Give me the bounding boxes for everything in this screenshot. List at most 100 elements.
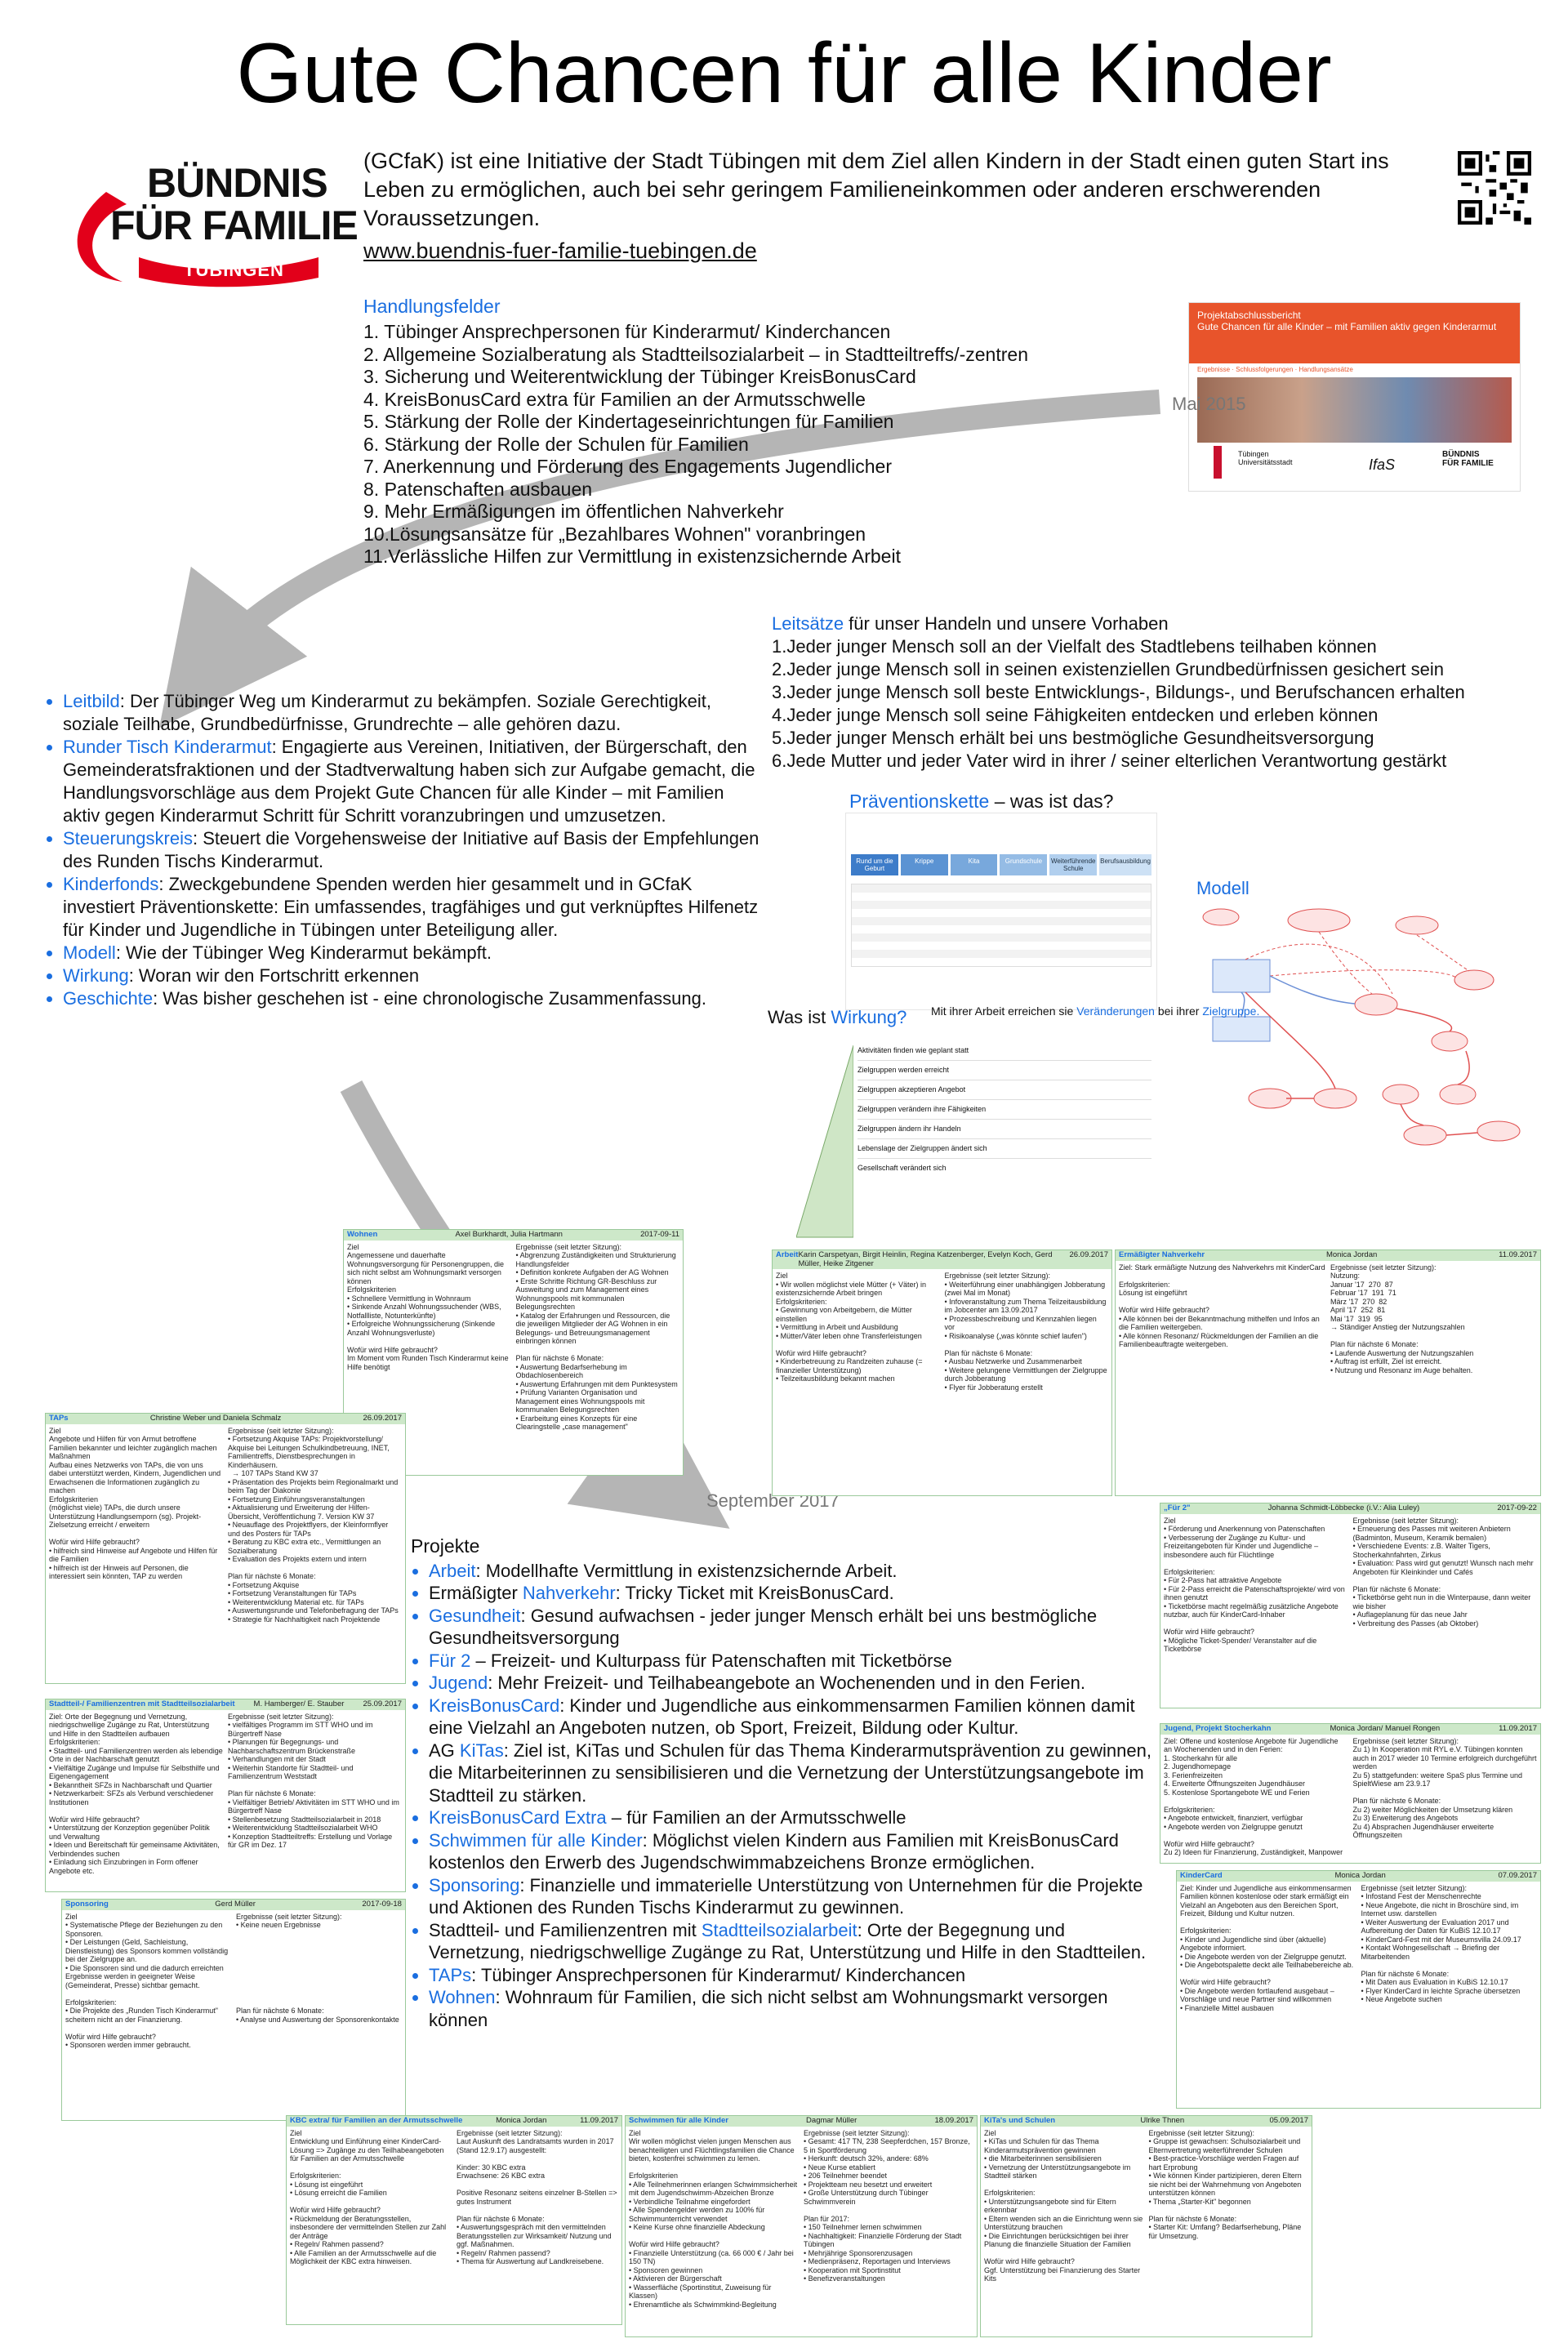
- card-goals: Ziel • KiTas und Schulen für das Thema K…: [984, 2128, 1143, 2283]
- card-results: Ergebnisse (seit letzter Sitzung): • Abg…: [515, 1242, 678, 1432]
- diagram-edge: [1318, 931, 1373, 995]
- card-title: KiTa's und Schulen: [984, 2116, 1056, 2125]
- stage-box: Grundschule: [1000, 854, 1048, 875]
- buendnis-logo: BÜNDNIS FÜR FAMILIE TÜBINGEN: [49, 159, 359, 290]
- card-title: Ermäßigter Nahverkehr: [1119, 1250, 1205, 1259]
- card-results: Ergebnisse (seit letzter Sitzung): • Gru…: [1148, 2128, 1302, 2240]
- card-goals: Ziel Wir wollen möglichst vielen jungen …: [629, 2128, 798, 2309]
- diagram-node: [1403, 1125, 1447, 1146]
- card-results: Ergebnisse (seit letzter Sitzung): Zu 1)…: [1352, 1736, 1537, 1840]
- stage-box: Rund um die Geburt: [851, 854, 898, 875]
- logo-text-1: BÜNDNIS: [147, 160, 328, 206]
- card-title: Sponsoring: [65, 1900, 109, 1909]
- diagram-node: [1313, 1088, 1357, 1109]
- wirkung-level: Zielgruppen verändern ihre Fähigkeiten: [858, 1100, 1152, 1120]
- card-date: 05.09.2017: [1269, 2116, 1308, 2125]
- report-subtitle: Gute Chancen für alle Kinder – mit Famil…: [1197, 321, 1497, 332]
- card-goals: Ziel • Förderung und Anerkennung von Pat…: [1164, 1516, 1345, 1654]
- list-item: AG KiTas: Ziel ist, KiTas und Schulen fü…: [429, 1740, 1162, 1807]
- card-owner: Karin Carspetyan, Birgit Heinlin, Regina…: [798, 1250, 1053, 1268]
- project-card-fuer2: „Für 2"Johanna Schmidt-Löbbecke (i.V.: A…: [1160, 1503, 1541, 1708]
- intro-text: (GCfaK) ist eine Initiative der Stadt Tü…: [363, 149, 1389, 230]
- card-owner: Monica Jordan: [1325, 1250, 1378, 1259]
- diagram-node: [1212, 1016, 1271, 1042]
- list-item: Modell: Wie der Tübinger Weg Kinderarmut…: [63, 942, 764, 964]
- list-item: 5. Stärkung der Rolle der Kindertagesein…: [363, 411, 894, 432]
- diagram-node: [1382, 1084, 1419, 1105]
- wirkung-level: Aktivitäten finden wie geplant statt: [858, 1041, 1152, 1061]
- stage-box: Berufsausbildung: [1099, 854, 1152, 875]
- diagram-node: [1354, 993, 1398, 1016]
- list-item: Geschichte: Was bisher geschehen ist - e…: [63, 987, 764, 1010]
- wirkung-note: Mit ihrer Arbeit erreichen sie Veränderu…: [931, 1004, 1260, 1018]
- list-item: Wohnen: Wohnraum für Familien, die sich …: [429, 1986, 1162, 2031]
- wirkung-title: Was ist Wirkung?: [768, 1007, 907, 1027]
- list-item: 1.Jeder junger Mensch soll an der Vielfa…: [772, 636, 1377, 657]
- card-goals: Ziel: Kinder und Jugendliche aus einkomm…: [1180, 1883, 1354, 2012]
- report-uni: Tübingen Universitätsstadt: [1238, 450, 1293, 466]
- card-title: KinderCard: [1180, 1871, 1223, 1880]
- card-goals: Ziel: Offene und kostenlose Angebote für…: [1164, 1736, 1343, 1857]
- list-item: 4. KreisBonusCard extra für Familien an …: [363, 388, 866, 410]
- card-date: 07.09.2017: [1498, 1871, 1537, 1880]
- report-strip: Ergebnisse · Schlussfolgerungen · Handlu…: [1197, 366, 1353, 373]
- list-item: 6. Stärkung der Rolle der Schulen für Fa…: [363, 433, 749, 455]
- card-results: Ergebnisse (seit letzter Sitzung): • Ern…: [1352, 1516, 1534, 1628]
- praeventionskette-title: Präventionskette – was ist das?: [849, 791, 1114, 812]
- list-item: Steuerungskreis: Steuert die Vorgehenswe…: [63, 827, 764, 873]
- list-item: Arbeit: Modellhafte Vermittlung in exist…: [429, 1560, 1162, 1583]
- diagram-edge: [1396, 1008, 1453, 1032]
- diagram-node: [1477, 1120, 1521, 1142]
- card-results: Ergebnisse (seit letzter Sitzung): • Inf…: [1361, 1883, 1521, 2004]
- card-owner: Monica Jordan: [496, 2116, 547, 2125]
- list-item: 2.Jeder junge Mensch soll in seinen exis…: [772, 659, 1445, 679]
- wirkung-staircase: Aktivitäten finden wie geplant statt Zie…: [796, 1037, 1160, 1241]
- card-header: Stadtteil-/ Familienzentren mit Stadttei…: [46, 1699, 405, 1710]
- card-date: 11.09.2017: [1499, 1250, 1537, 1259]
- project-card-kbc-extra: KBC extra/ für Familien an der Armutssch…: [286, 2115, 622, 2325]
- tuebingen-logo-icon: [1214, 446, 1222, 479]
- card-results: Ergebnisse (seit letzter Sitzung): • vie…: [228, 1712, 399, 1850]
- projekte-section: Projekte Arbeit: Modellhafte Vermittlung…: [411, 1535, 1162, 2031]
- logo-text-2: FÜR FAMILIE: [110, 203, 359, 248]
- wirkung-level: Lebenslage der Zielgruppen ändert sich: [858, 1139, 1152, 1159]
- card-goals: Ziel Entwicklung und Einführung einer Ki…: [290, 2128, 447, 2266]
- stage-box: Weiterführende Schule: [1049, 854, 1098, 875]
- card-date: 18.09.2017: [934, 2116, 973, 2125]
- card-title: Schwimmen für alle Kinder: [629, 2116, 728, 2125]
- card-date: 26.09.2017: [363, 1414, 402, 1423]
- card-results: Ergebnisse (seit letzter Sitzung): • Ges…: [804, 2128, 970, 2283]
- card-header: Ermäßigter Nahverkehr Monica Jordan 11.09.…: [1116, 1250, 1540, 1261]
- handlungsfelder-title: Handlungsfelder: [363, 296, 501, 317]
- card-goals: Ziel: Stark ermäßigte Nutzung des Nahver…: [1119, 1263, 1325, 1349]
- leitsaetze-title: Leitsätze: [772, 613, 844, 634]
- modell-title: Modell: [1196, 878, 1250, 898]
- card-date: 2017-09-11: [640, 1230, 679, 1239]
- project-card-stadtteil: Stadtteil-/ Familienzentren mit Stadttei…: [45, 1699, 406, 1892]
- list-item: Sponsoring: Finanzielle und immaterielle…: [429, 1874, 1162, 1919]
- card-results: Ergebnisse (seit letzter Sitzung): • For…: [228, 1426, 399, 1624]
- list-item: Schwimmen für alle Kinder: Möglichst vie…: [429, 1829, 1162, 1874]
- diagram-edge: [1457, 1050, 1470, 1085]
- card-goals: Ziel Angebote und Hilfen für von Armut b…: [49, 1426, 221, 1581]
- card-date: 2017-09-18: [362, 1900, 402, 1909]
- report-cover: Projektabschlussbericht Gute Chancen für…: [1188, 302, 1521, 492]
- wirkung-level: Zielgruppen ändern ihr Handeln: [858, 1120, 1152, 1139]
- card-title: Wohnen: [347, 1230, 378, 1239]
- card-results: Ergebnisse (seit letzter Sitzung): • Wei…: [944, 1272, 1107, 1392]
- logo-swoosh-icon: [77, 192, 318, 287]
- diagram-node: [1202, 908, 1240, 926]
- card-title: „Für 2": [1164, 1503, 1191, 1512]
- list-item: Ermäßigter Nahverkehr: Tricky Ticket mit…: [429, 1582, 1162, 1605]
- website-link[interactable]: www.buendnis-fuer-familie-tuebingen.de: [363, 238, 757, 263]
- card-owner: Monica Jordan/ Manuel Rongen: [1330, 1724, 1441, 1733]
- card-title: TAPs: [49, 1414, 69, 1423]
- diagram-edge: [1400, 1103, 1424, 1126]
